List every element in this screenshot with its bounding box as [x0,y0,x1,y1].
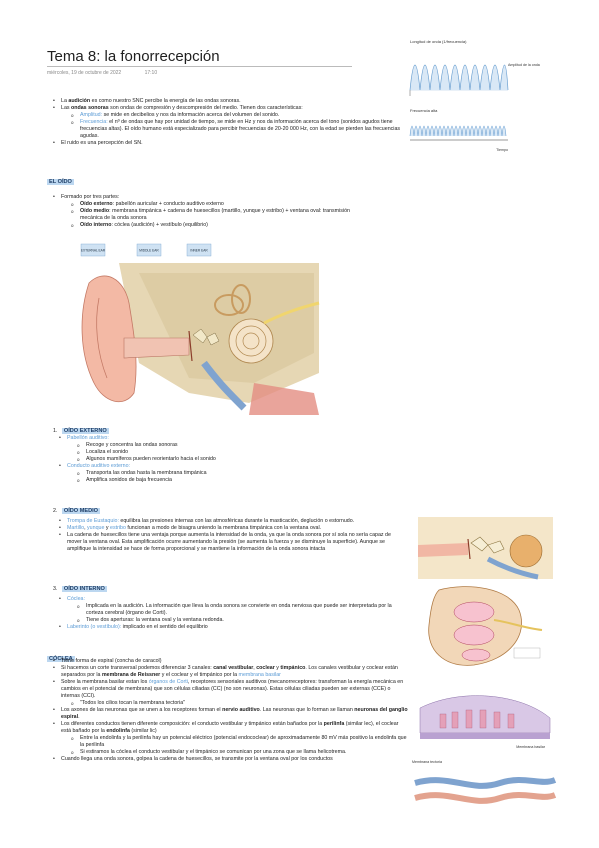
coclea-item: Sobre la membrana basilar estan los órga… [53,679,408,707]
medio-num: 2. [53,508,58,514]
medio-item: Martillo, yunque y estribo funcionan a m… [59,525,403,532]
coclea-section: Tiene forma de espiral (concha de caraco… [53,658,408,763]
coclea-item: Los diferentes conductos tienen diferent… [53,721,408,756]
tectoria-label: Membrana tectoria [412,760,442,764]
page-title: Tema 8: la fonorrecepción [47,48,352,67]
inner-ear-label: INNER EAR [190,249,208,253]
laberinto-bullet: Laberinto (o vestíbulo): implicado en el… [59,624,393,631]
coclea-subitem: Entre la endolinfa y la perilinfa hay un… [71,735,408,749]
wave-amplitude-label: Amplitud de la onda [508,63,540,67]
oido-parts-list: Oído externo: pabellón auricular + condu… [53,201,373,229]
intro-item: Las ondas sonoras son ondas de compresió… [53,105,403,140]
wave-low-label: Frecuencia alta [410,108,438,113]
oido-section: Formado por tres partes: Oído externo: p… [53,194,373,229]
interno-heading: OÍDO INTERNO [61,586,107,592]
externo-group: Pabellón auditivo:Recoge y concentra las… [59,435,383,463]
medio-item: Trompa de Eustaquio: equilibra las presi… [59,518,403,525]
oido-part-item: Oído interno: cóclea (audición) + vestíb… [71,222,373,229]
externo-subitem: Localiza el sonido [77,449,383,456]
coclea-item: Cuando llega una onda sonora, golpea la … [53,756,408,763]
interno-num: 3. [53,586,58,592]
intro-subitem: Amplitud: se mide en decibelios y nos da… [71,112,403,119]
low-frequency-wave [409,64,509,91]
externo-group: Conducto auditivo externo:Transporta las… [59,463,383,484]
coclea-item: Tiene forma de espiral (concha de caraco… [53,658,408,665]
externo-subitem: Algunos mamíferos pueden reorientarlo ha… [77,456,383,463]
medio-heading: OÍDO MEDIO [61,508,101,514]
interno-subitem: Tiene dos aperturas: la ventana oval y l… [77,617,393,624]
medio-item: La cadena de huesecillos tiene una venta… [59,532,403,553]
wave-axis-label: Tiempo [496,148,508,152]
interno-subitem: Implicada en la audición. La información… [77,603,393,617]
middle-ear-label: MIDDLE EAR [139,249,159,253]
externo-subitem: Amplifica sonidos de baja frecuencia [77,477,383,484]
page-date: miércoles, 19 de octubre de 2022 [47,70,122,76]
external-ear-label: EXTERNAL EAR [81,249,106,253]
intro-item: La audición es como nuestro SNC percibe … [53,98,403,105]
externo-subitem: Transporta las ondas hasta la membrana t… [77,470,383,477]
oido-part-item: Oído medio: membrana timpánica + cadena … [71,208,373,222]
medio-section: 2. OÍDO MEDIO Trompa de Eustaquio: equil… [53,508,403,553]
coclea-item: Si hacemos un corte transversal podemos … [53,665,408,679]
oido-heading: EL OÍDO [47,179,74,185]
wave-top-label: Longitud de onda (1/frecuencia) [410,39,467,44]
coclea-bullet: Cóclea: Implicada en la audición. La inf… [59,596,393,624]
coclea-subitem: Si estiramos la cóclea el conducto vesti… [71,749,408,756]
membrane-label: Membrana basilar [516,745,546,749]
coclea-subitem: "Todos los cilios tocan la membrana tect… [71,700,408,707]
organ-of-corti-figure: Membrana basilar Membrana tectoria [410,688,560,816]
externo-subitem: Recoge y concentra las ondas sonoras [77,442,383,449]
intro-section: La audición es como nuestro SNC percibe … [53,98,403,147]
sound-wave-figure: Longitud de onda (1/frecuencia) Amplitud… [409,39,540,152]
intro-list: La audición es como nuestro SNC percibe … [53,98,403,147]
interno-section: 3. OÍDO INTERNO Cóclea: Implicada en la … [53,586,393,631]
intro-item: El ruido es una percepción del SN. [53,140,403,147]
middle-ear-figure [418,517,553,580]
coclea-item: Los axones de las neuronas que se unen a… [53,707,408,721]
high-frequency-wave [409,125,507,137]
page-meta: miércoles, 19 de octubre de 2022 17:10 [47,70,179,76]
externo-num: 1. [53,428,58,434]
externo-heading: OÍDO EXTERNO [61,428,109,434]
externo-section: 1. OÍDO EXTERNO Pabellón auditivo:Recoge… [53,428,383,484]
intro-subitem: Frecuencia: el nº de ondas que hay por u… [71,119,403,140]
oido-intro: Formado por tres partes: [53,194,373,201]
cochlea-section-figure [414,580,544,670]
oido-part-item: Oído externo: pabellón auricular + condu… [71,201,373,208]
ear-anatomy-figure: EXTERNAL EAR MIDDLE EAR INNER EAR [79,243,324,416]
page-time: 17:10 [144,70,158,76]
